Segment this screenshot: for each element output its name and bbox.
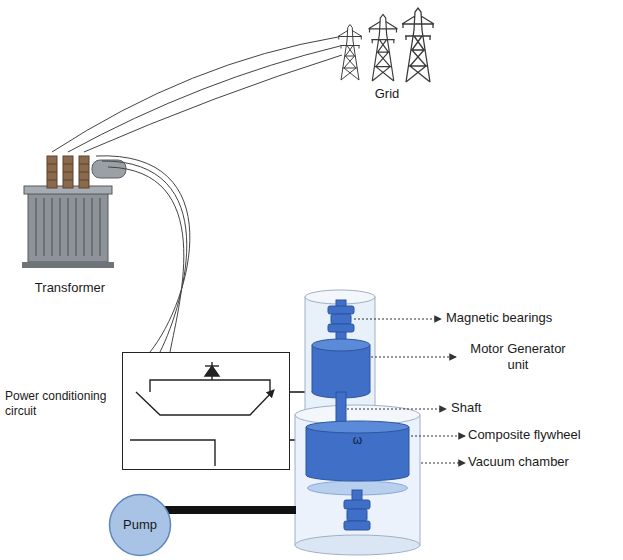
motor-generator-part [312, 339, 370, 351]
upper-magnetic-bearing-part [331, 314, 351, 324]
pump-circle: Pump [108, 493, 172, 557]
flywheel-top [306, 421, 409, 433]
output-wires-part [290, 391, 305, 393]
upper-magnetic-bearing-part [328, 324, 354, 332]
motor-generator [312, 339, 370, 398]
leader-lines-part [411, 435, 465, 436]
flywheel-shape [305, 420, 410, 482]
circuit-symbols-part [205, 365, 219, 366]
leader-lines-part [354, 318, 441, 319]
grid-towers-part [338, 25, 362, 81]
grid-towers-part [402, 8, 434, 82]
shaft-part [336, 392, 346, 424]
grid-towers [338, 8, 434, 82]
leader-lines-part [347, 408, 446, 409]
lower-magnetic-bearing-part [344, 521, 370, 530]
grid-label: Grid [360, 86, 414, 102]
pump-pipe [165, 506, 296, 514]
circuit-symbols-part [150, 380, 270, 392]
flywheel-edge [306, 427, 409, 475]
pump-pipe-part [165, 506, 296, 514]
circuit-symbols-part [205, 366, 219, 376]
symbol-label: ω [353, 433, 362, 448]
lower-magnetic-bearing-part [344, 500, 370, 509]
transformer-illustration-part [22, 262, 114, 268]
flywheel-body: ω [305, 420, 410, 482]
shaft [336, 392, 346, 424]
power-conditioning-box: Power conditioning circuit [122, 352, 290, 470]
node-label: Pump [123, 517, 157, 533]
grid-wires-part [52, 37, 338, 152]
leader-lines-part [371, 356, 456, 357]
transformer-illustration [22, 156, 126, 268]
part-label: Motor Generator unit [462, 341, 574, 374]
transformer-illustration-part [28, 190, 108, 262]
vacuum-chamber-part [295, 415, 420, 545]
circuit-symbols-part [130, 440, 215, 466]
part-label: Shaft [451, 400, 531, 416]
vacuum-chamber [295, 405, 420, 555]
grid-towers-part [369, 14, 398, 81]
transformer-illustration-part [36, 198, 100, 256]
transformer-illustration-part [92, 160, 126, 178]
transformer-wires [96, 156, 190, 352]
box-heading: Power conditioning circuit [5, 389, 117, 419]
grid-wires-part [84, 55, 342, 152]
transformer-illustration-part [47, 164, 89, 180]
part-label: Vacuum chamber [468, 454, 618, 470]
motor-generator-part [312, 345, 370, 392]
pump-circle-outline [110, 495, 171, 556]
part-label: Magnetic bearings [446, 310, 596, 326]
flywheel-side [306, 427, 409, 475]
lower-magnetic-bearing-part [347, 509, 367, 521]
transformer-wires-part [102, 161, 187, 352]
motor-generator-part [312, 345, 370, 392]
upper-magnetic-bearing-part [328, 306, 354, 314]
transformer-wires-part [108, 167, 184, 352]
transformer-wires-part [96, 156, 190, 352]
upper-magnetic-bearing [328, 300, 354, 344]
circuit-symbols [130, 362, 274, 466]
grid-wires-part [68, 46, 340, 152]
vacuum-chamber-part [295, 535, 420, 555]
leader-lines-part [421, 462, 465, 463]
part-label: Composite flywheel [468, 427, 618, 443]
circuit-symbols-part [136, 390, 274, 415]
grid-wires [52, 37, 342, 152]
transformer-label: Transformer [20, 280, 120, 296]
lower-magnetic-bearing [344, 490, 370, 530]
